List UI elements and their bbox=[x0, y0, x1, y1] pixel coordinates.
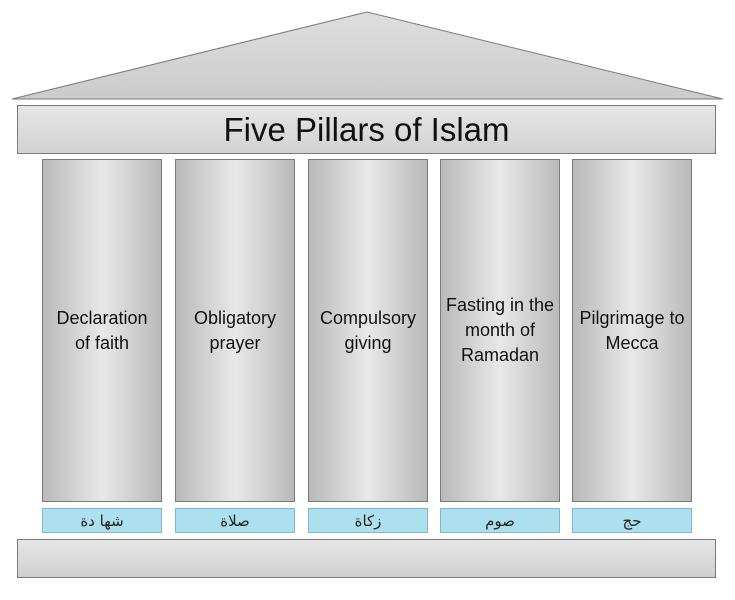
pillar-arabic-label-shahada: شها دة bbox=[42, 508, 162, 533]
pillar-label: Declaration of faith bbox=[56, 307, 148, 353]
roof-pediment bbox=[11, 11, 724, 100]
pillar-arabic-label-sawm: صوم bbox=[440, 508, 560, 533]
pillar-pilgrimage-mecca: Pilgrimage to Mecca bbox=[572, 159, 692, 502]
pillar-label: Compulsory giving bbox=[319, 307, 417, 353]
pillar-compulsory-giving: Compulsory giving bbox=[308, 159, 428, 502]
pillar-obligatory-prayer: Obligatory prayer bbox=[175, 159, 295, 502]
pillar-label: Pilgrimage to Mecca bbox=[579, 307, 685, 353]
pillar-label: Obligatory prayer bbox=[193, 307, 277, 353]
entablature-beam: Five Pillars of Islam bbox=[17, 105, 716, 154]
diagram-title: Five Pillars of Islam bbox=[223, 111, 510, 148]
pillar-arabic-label-zakat: زكاة bbox=[308, 508, 428, 533]
pillar-fasting-ramadan: Fasting in the month of Ramadan bbox=[440, 159, 560, 502]
pillar-declaration-of-faith: Declaration of faith bbox=[42, 159, 162, 502]
pillar-arabic-label-salat: صلاة bbox=[175, 508, 295, 533]
foundation-base bbox=[17, 539, 716, 578]
pillar-arabic-label-hajj: حج bbox=[572, 508, 692, 533]
pillar-label: Fasting in the month of Ramadan bbox=[445, 295, 555, 365]
